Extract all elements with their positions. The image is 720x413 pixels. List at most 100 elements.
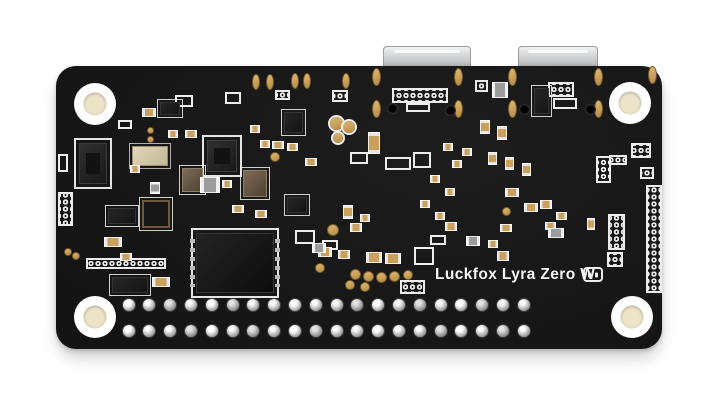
gpio-pad xyxy=(121,323,136,338)
usb-c-port-right xyxy=(518,46,598,69)
via-hole xyxy=(446,106,455,115)
usb-anchor-pad xyxy=(508,100,517,118)
gpio-pad xyxy=(495,298,510,312)
sot-ic xyxy=(281,109,306,136)
mounting-hole-bottom-right xyxy=(611,296,653,338)
silkscreen-outline xyxy=(175,95,193,107)
silkscreen-outline xyxy=(118,120,132,129)
footprint xyxy=(475,80,488,92)
solder-pad xyxy=(291,73,299,89)
mounting-hole-top-left xyxy=(74,83,116,125)
capacitor xyxy=(522,163,531,176)
gpio-pad xyxy=(246,298,261,312)
mounting-hole-bottom-left xyxy=(74,296,116,338)
capacitor xyxy=(250,125,260,133)
capacitor xyxy=(168,130,178,138)
capacitor xyxy=(462,148,472,156)
gold-pad xyxy=(363,271,374,282)
capacitor xyxy=(488,152,497,165)
gpio-pad xyxy=(516,298,531,312)
gpio-pad xyxy=(475,298,490,312)
gpio-pad xyxy=(225,323,240,338)
smd-component xyxy=(466,236,480,246)
capacitor xyxy=(430,175,440,183)
connector-footprint xyxy=(392,88,448,103)
luckfox-logo-silkscreen xyxy=(583,267,603,282)
sot-ic xyxy=(284,194,310,216)
gpio-pad xyxy=(412,298,427,312)
crystal-oscillator xyxy=(129,143,171,169)
gpio-pad xyxy=(287,298,302,312)
silkscreen-outline xyxy=(350,152,368,164)
gpio-pad xyxy=(371,298,386,312)
gpio-pad xyxy=(225,298,240,312)
footprint xyxy=(400,280,425,294)
silkscreen-outline xyxy=(430,235,446,245)
gpio-pad xyxy=(142,323,157,338)
usb-anchor-pad xyxy=(454,68,463,86)
capacitor xyxy=(287,143,298,151)
gold-pad xyxy=(502,207,511,216)
silkscreen-outline xyxy=(414,247,434,265)
gpio-pad xyxy=(287,323,302,338)
capacitor xyxy=(445,222,457,231)
footprint xyxy=(631,143,651,158)
capacitor xyxy=(260,140,270,148)
gpio-pad xyxy=(454,298,469,312)
gold-pad xyxy=(147,127,154,134)
capacitor xyxy=(185,130,197,138)
via-hole xyxy=(520,105,529,114)
sot-ic xyxy=(109,274,151,296)
capacitor xyxy=(540,200,552,209)
flash-memory-chip xyxy=(190,228,280,298)
capacitor xyxy=(435,212,445,220)
header-footprint xyxy=(58,192,73,226)
footprint xyxy=(548,82,574,97)
gold-pad xyxy=(350,269,361,280)
gold-pad xyxy=(345,280,355,290)
gpio-pad xyxy=(475,323,490,338)
silkscreen-outline xyxy=(413,152,431,168)
footprint xyxy=(332,90,348,102)
board-title-silkscreen: Luckfox Lyra Zero W xyxy=(435,266,596,283)
gold-pad xyxy=(389,271,400,282)
gpio-pad xyxy=(121,298,136,312)
capacitor xyxy=(480,120,490,134)
gold-ring-pad xyxy=(333,133,343,143)
solder-pad xyxy=(266,74,274,90)
gold-pad xyxy=(376,272,387,283)
header-footprint xyxy=(608,214,625,250)
gpio-pad xyxy=(267,298,282,312)
gpio-pad xyxy=(163,298,178,312)
capacitor xyxy=(104,237,122,247)
gpio-pad xyxy=(183,298,198,312)
gpio-pad xyxy=(350,323,365,338)
capacitor xyxy=(338,250,350,259)
gpio-pad xyxy=(516,323,531,338)
gpio-pad xyxy=(454,323,469,338)
usb-anchor-pad xyxy=(372,100,381,118)
gold-pad xyxy=(270,152,280,162)
gpio-pad xyxy=(371,323,386,338)
capacitor xyxy=(152,277,170,287)
tall-header-footprint xyxy=(646,185,662,293)
capacitor xyxy=(497,251,509,261)
solder-pad xyxy=(648,66,657,84)
capacitor xyxy=(366,252,382,263)
capacitor xyxy=(142,108,156,117)
capacitor xyxy=(232,205,244,213)
silkscreen-outline xyxy=(295,230,315,244)
gpio-pad xyxy=(142,298,157,312)
capacitor xyxy=(272,141,284,149)
gold-pad xyxy=(315,263,325,273)
gpio-pad xyxy=(329,298,344,312)
gpio-pad xyxy=(204,298,219,312)
gpio-pad xyxy=(183,323,198,338)
capacitor xyxy=(497,126,507,140)
capacitor xyxy=(350,223,362,232)
gpio-pad xyxy=(350,298,365,312)
via-hole xyxy=(388,104,397,113)
capacitor xyxy=(385,253,401,264)
